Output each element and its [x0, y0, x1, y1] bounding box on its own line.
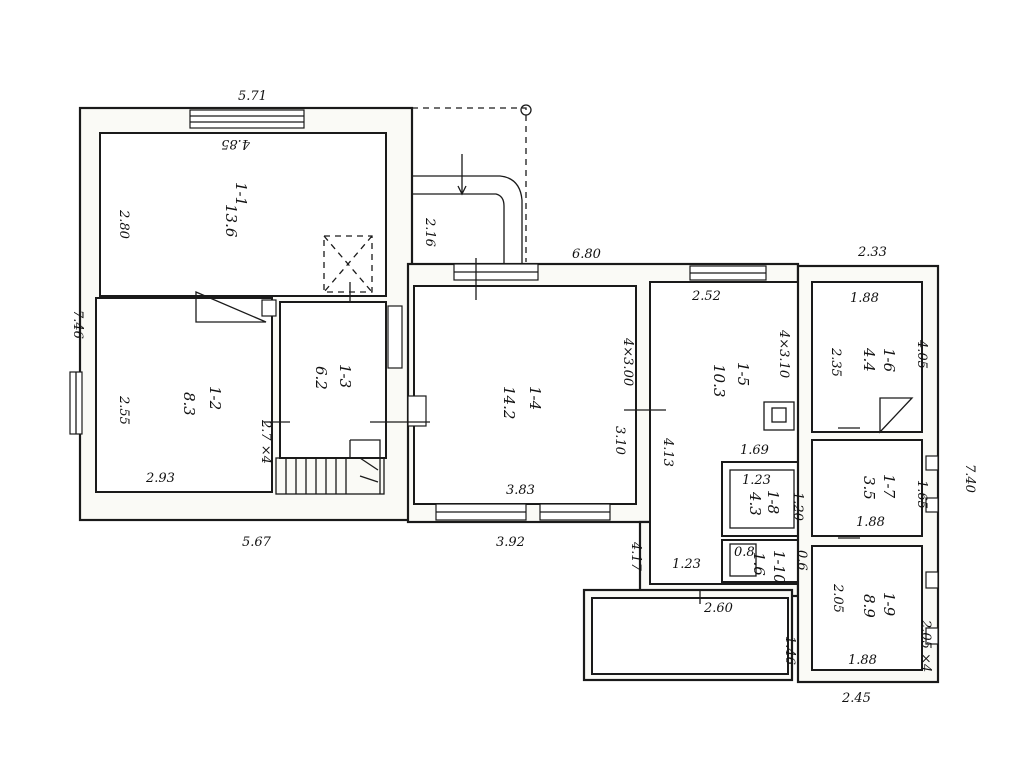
room-1-1-width: 4.85 — [221, 136, 251, 151]
room-1-9-floor — [811, 545, 923, 671]
room-1-9-height2: 2.05 ×4 — [918, 619, 933, 672]
room-1-5-width: 2.52 — [691, 289, 721, 304]
room-1-2-floor — [95, 297, 273, 493]
room-1-2-number: 1-2 — [206, 386, 224, 410]
room-1-7-number: 1-7 — [880, 474, 898, 499]
dim-middle-bottom-width: 3.92 — [496, 535, 525, 550]
dim-right-bottom-inner: 2.60 — [703, 601, 733, 616]
room-1-10-number: 1-10 — [770, 550, 788, 584]
room-1-6-area: 4.4 — [860, 347, 878, 372]
chimney-marker — [323, 235, 373, 293]
room-1-4-number: 1-4 — [526, 386, 544, 410]
room-1-3-area: 6.2 — [312, 366, 330, 390]
room-1-6-width: 1.88 — [850, 291, 879, 306]
room-1-1-floor — [99, 132, 387, 297]
room-1-7-area: 3.5 — [860, 476, 878, 500]
room-1-1-number: 1-1 — [232, 182, 250, 206]
dim-passage-width: 2.16 — [422, 217, 437, 247]
dim-corridor-inner: 1.69 — [740, 443, 769, 458]
room-1-10-area: 1.6 — [750, 552, 768, 576]
dim-top-left-width: 5.71 — [238, 89, 267, 104]
left-wing — [69, 106, 414, 522]
dim-passage-height: 4.17 — [628, 541, 643, 572]
room-1-9-number: 1-9 — [880, 592, 898, 617]
dim-left-height: 7.46 — [70, 310, 85, 339]
room-1-5-number: 1-5 — [734, 362, 752, 386]
room-1-6-height: 2.35 — [828, 347, 843, 377]
right-block — [796, 264, 940, 684]
room-1-9-area: 8.9 — [860, 594, 878, 618]
room-1-5-area: 10.3 — [710, 364, 728, 397]
room-1-8-area: 4.3 — [746, 491, 764, 516]
room-1-7-floor — [811, 439, 923, 537]
room-1-4-height: 4×3.00 — [620, 337, 635, 386]
room-1-4-area: 14.2 — [500, 386, 518, 419]
room-1-8-height: 1.20 — [790, 492, 805, 521]
door-ticks — [264, 258, 860, 604]
room-1-4-height2: 3.10 — [612, 426, 627, 455]
dim-veranda-height: 1.46 — [782, 636, 797, 665]
room-1-2-height: 2.55 — [116, 395, 131, 425]
room-1-6-number: 1-6 — [880, 348, 898, 373]
dim-right-top-width: 2.33 — [857, 245, 887, 260]
porch-outline — [412, 175, 523, 264]
room-1-8-number: 1-8 — [764, 490, 782, 514]
room-1-10-height: 0.6 — [794, 550, 809, 571]
dim-middle-top-width: 6.80 — [572, 247, 601, 262]
site-boundary-line — [412, 107, 527, 262]
dim-corridor-bottom: 1.23 — [672, 557, 701, 572]
room-1-7-height: 1.65 — [914, 480, 929, 509]
room-1-3-floor — [279, 301, 387, 459]
room-1-4-floor — [413, 285, 637, 505]
room-1-4-width: 3.83 — [506, 483, 535, 498]
stairs — [275, 439, 385, 495]
middle-block — [406, 262, 800, 598]
stove-icon — [763, 401, 795, 431]
room-1-5-height: 4×3.10 — [776, 329, 791, 378]
room-1-1-height: 2.80 — [116, 209, 131, 239]
room-1-8-width: 1.23 — [742, 473, 771, 488]
dim-bottom-right-width: 2.45 — [841, 691, 871, 706]
dim-bottom-left-width: 5.67 — [242, 535, 272, 550]
windows-left-wing — [69, 109, 403, 435]
room-1-3-number: 1-3 — [336, 364, 354, 388]
room-1-2-width: 2.93 — [145, 471, 175, 486]
room-1-9-width: 1.88 — [848, 653, 877, 668]
room-1-5-height2: 4.13 — [660, 437, 675, 467]
room-1-7-width: 1.88 — [856, 515, 885, 530]
room-1-3-height: 2.7 ×4 — [258, 419, 273, 464]
room-1-9-height: 2.05 — [830, 583, 845, 613]
room-1-6-height2: 4.05 — [914, 339, 929, 369]
room-1-10-width: 0.8 — [734, 545, 755, 560]
room-1-8-floor — [721, 461, 799, 537]
room-1-2-area: 8.3 — [180, 392, 198, 416]
room-1-1-area: 13.6 — [222, 204, 240, 238]
dim-right-height: 7.40 — [962, 464, 977, 493]
windows-middle — [407, 263, 767, 521]
